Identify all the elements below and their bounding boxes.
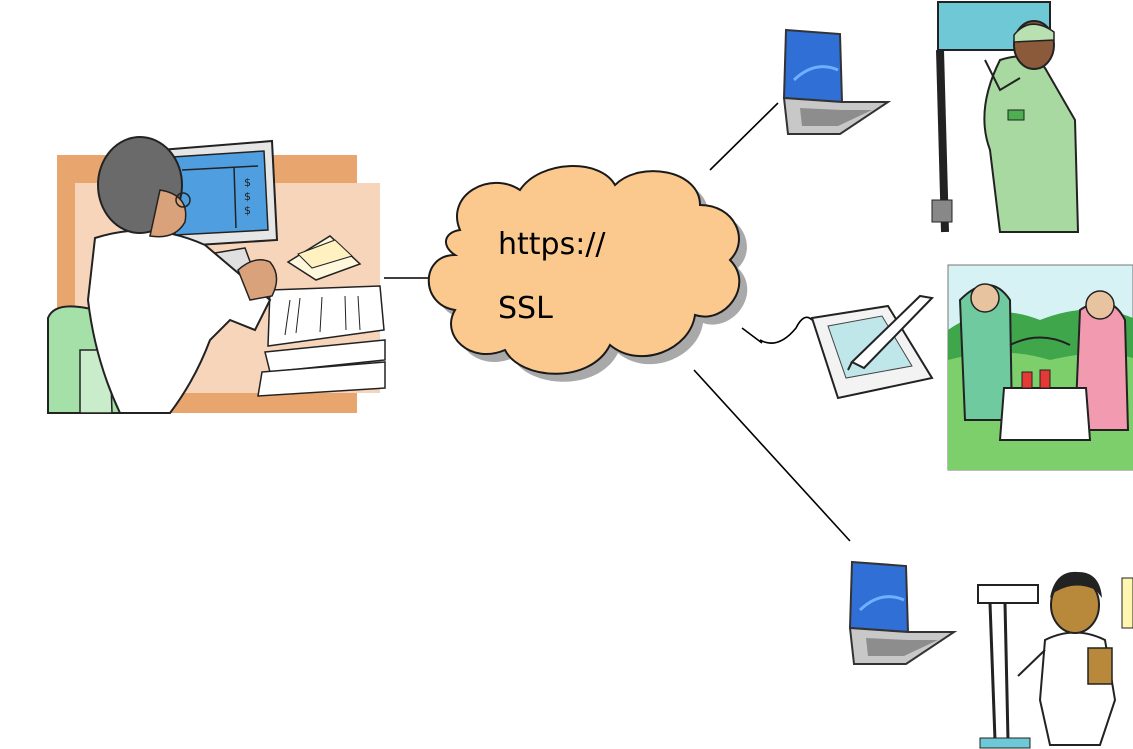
graphics-tablet-icon bbox=[810, 294, 935, 400]
line-cloud-laptop-bottom bbox=[693, 369, 851, 542]
line-cloud-laptop-top bbox=[709, 102, 779, 171]
cloud-label-protocol: https:// bbox=[498, 227, 606, 262]
maintenance-worker-icon bbox=[930, 1, 1080, 233]
svg-text:$: $ bbox=[244, 190, 251, 203]
cloud-shape bbox=[427, 165, 741, 375]
laptop-icon bbox=[782, 28, 892, 135]
line-tablet-cable bbox=[759, 316, 813, 344]
svg-text:$: $ bbox=[244, 204, 251, 217]
accountant-at-computer-icon: $ $ $ bbox=[47, 136, 386, 414]
connector-lines bbox=[384, 102, 851, 542]
line-cloud-tablet bbox=[741, 327, 763, 344]
nurse-with-scale-icon bbox=[977, 571, 1133, 749]
internet-cloud: https:// SSL bbox=[427, 165, 748, 382]
svg-text:$: $ bbox=[244, 176, 251, 189]
elderly-couple-icon bbox=[947, 264, 1133, 471]
cloud-label-ssl: SSL bbox=[498, 291, 553, 326]
laptop-icon bbox=[848, 560, 958, 665]
